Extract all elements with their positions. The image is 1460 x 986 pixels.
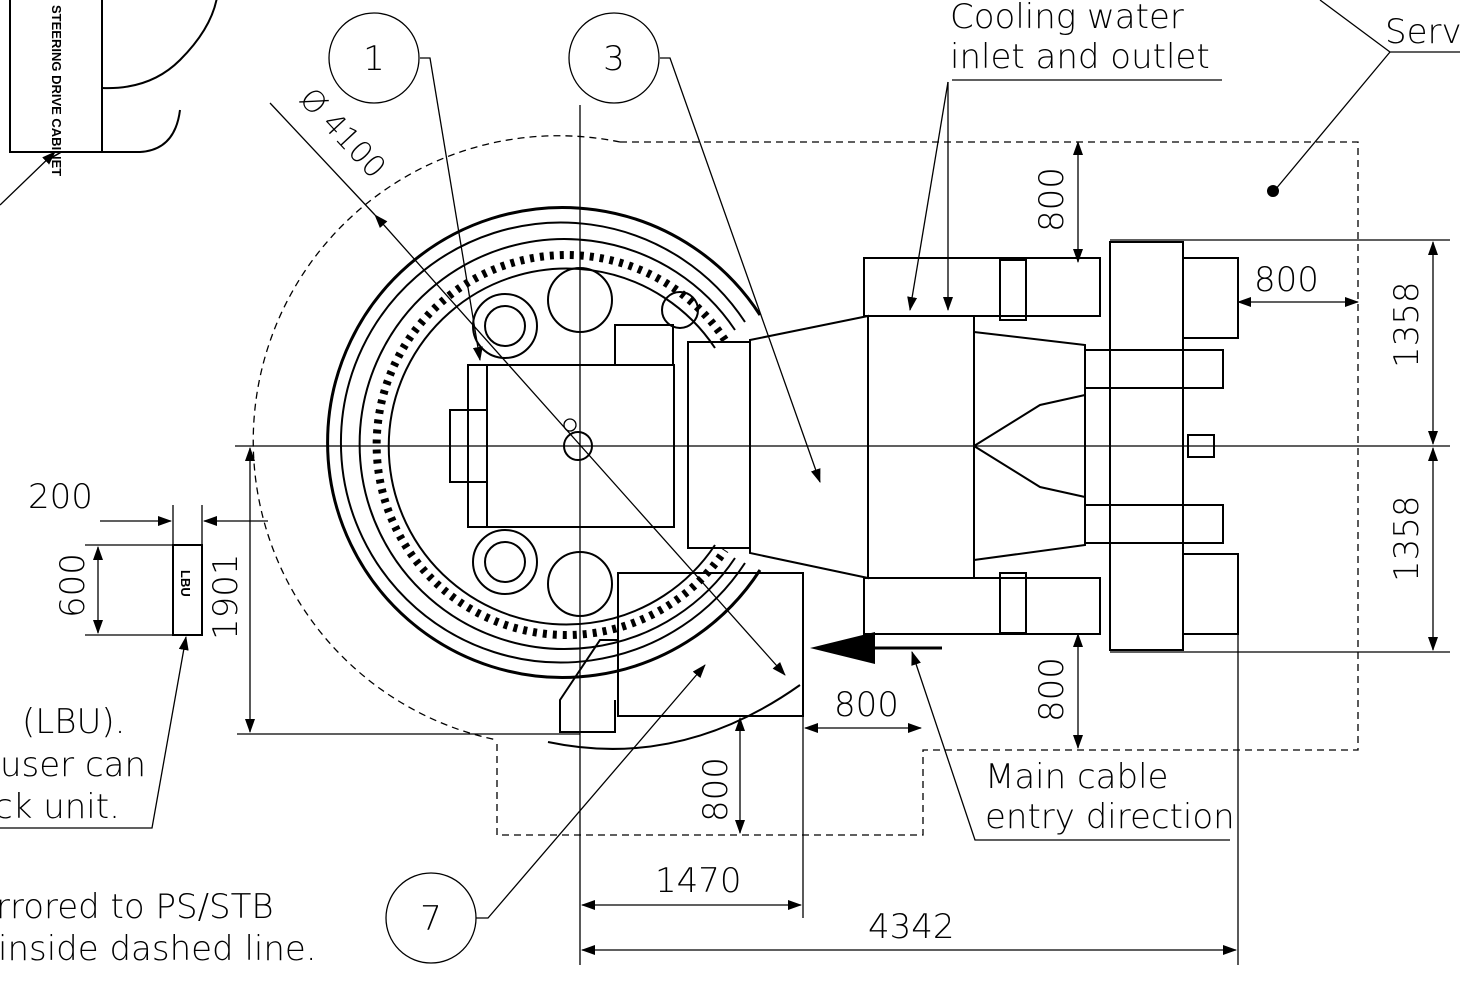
note-mirror-2: inside dashed line. (0, 929, 317, 969)
lbu-unit: LBU (172, 544, 203, 636)
note-service: Serv (1385, 12, 1460, 52)
dim-1358-upper: 1358 (1387, 281, 1427, 368)
balloon-3-label: 3 (603, 39, 625, 79)
dim-1470: 1470 (655, 861, 742, 901)
dim-right-800: 800 (1254, 260, 1319, 300)
cabinet-tag: STEERING DRIVE CABINET (49, 5, 64, 176)
balloon-1: 1 (328, 12, 420, 104)
dim-diameter: Ø 4100 (292, 82, 392, 186)
balloon-1-label: 1 (363, 39, 385, 79)
swept-diameter-circle (252, 135, 621, 741)
dim-box-bottom-800: 800 (696, 757, 736, 822)
dimension-lines (0, 102, 1450, 965)
dim-600: 600 (53, 553, 93, 618)
dim-top-800: 800 (1032, 167, 1072, 232)
balloon-7: 7 (385, 872, 477, 964)
dim-200: 200 (28, 477, 93, 517)
steering-drive-cabinet: STEERING DRIVE CABINET (0, 0, 218, 206)
note-cooling-1: Cooling water (950, 0, 1184, 37)
dim-4342: 4342 (868, 907, 955, 947)
drive-pod (559, 241, 1239, 733)
lbu-tag: LBU (178, 570, 193, 597)
balloon-3: 3 (568, 12, 660, 104)
dim-lower-800: 800 (1032, 657, 1072, 722)
note-lbu-1: (LBU). (22, 702, 125, 742)
leaders (420, 0, 1460, 919)
balloon-7-label: 7 (420, 899, 442, 939)
dim-box-side-800: 800 (834, 685, 899, 725)
slewing-ring (326, 206, 762, 679)
dim-1901: 1901 (206, 553, 246, 640)
note-cooling-2: inlet and outlet (950, 37, 1210, 77)
note-cable-1: Main cable (985, 757, 1168, 797)
centre-lines (235, 105, 1450, 965)
note-lbu-3: ck unit. (0, 787, 120, 827)
dim-1358-lower: 1358 (1387, 495, 1427, 582)
service-area-outline (496, 141, 1359, 836)
note-cable-2: entry direction (985, 797, 1235, 837)
main-cable-arrow (810, 632, 942, 664)
note-lbu-2: user can (0, 745, 146, 785)
note-mirror-1: rrored to PS/STB (0, 887, 274, 927)
